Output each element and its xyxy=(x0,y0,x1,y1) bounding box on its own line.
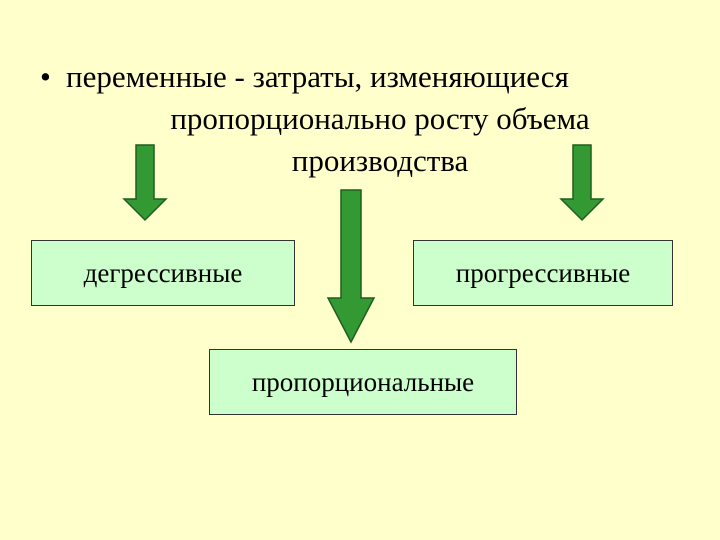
box-progressive-label: прогрессивные xyxy=(455,257,631,288)
box-degressive: дегрессивные xyxy=(31,240,295,306)
arrow-right-icon xyxy=(559,144,605,222)
arrow-center-icon xyxy=(326,189,376,344)
box-degressive-label: дегрессивные xyxy=(83,257,243,288)
arrow-left-icon xyxy=(122,144,168,222)
box-proportional: пропорциональные xyxy=(209,349,517,415)
bullet-line-2: пропорционально росту объема xyxy=(170,101,590,136)
bullet-line-1-text: переменные - затраты, изменяющиеся xyxy=(66,59,569,94)
bullet-line-3: производства xyxy=(291,143,469,178)
bullet-text: • переменные - затраты, изменяющиеся проп… xyxy=(40,56,700,182)
bullet-line-1: • переменные - затраты, изменяющиеся xyxy=(40,56,700,98)
bullet-marker: • xyxy=(40,59,51,94)
box-proportional-label: пропорциональные xyxy=(251,366,475,397)
box-progressive: прогрессивные xyxy=(413,240,673,306)
